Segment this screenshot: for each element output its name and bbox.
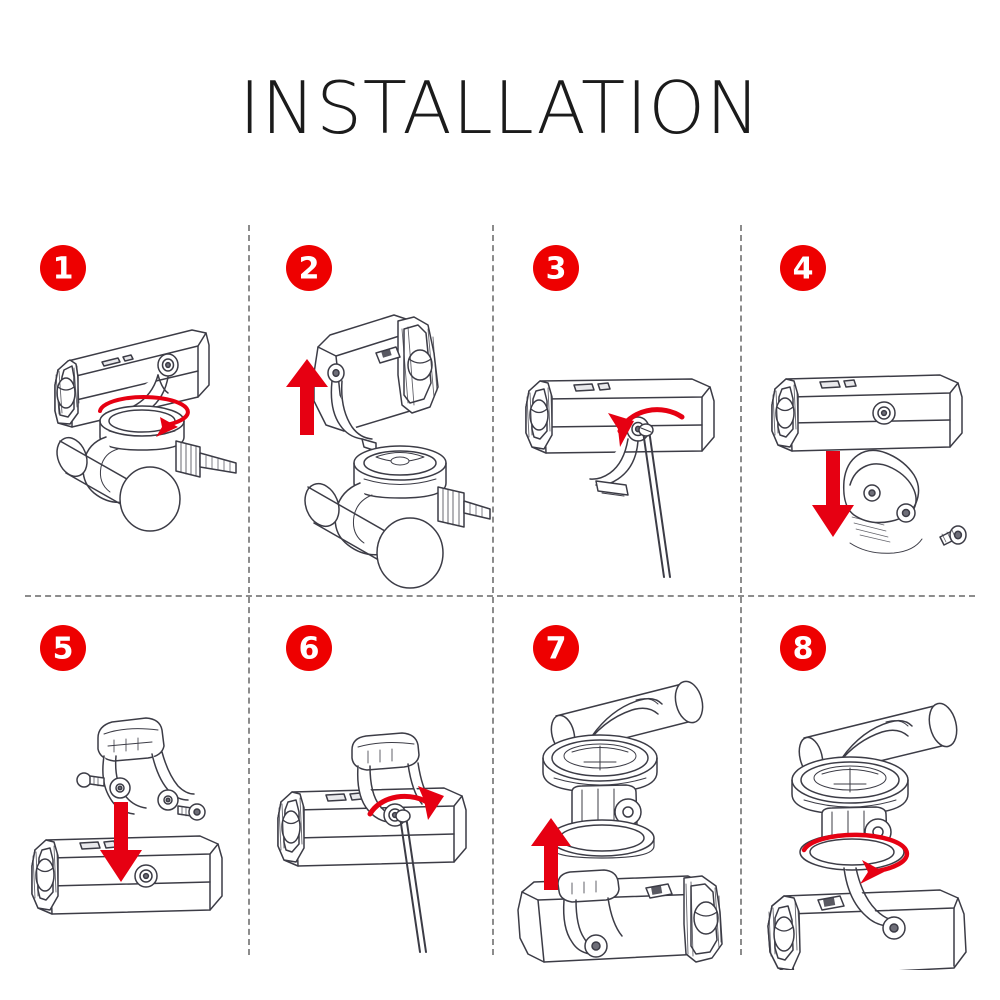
- arrow-down-red: [812, 451, 854, 537]
- step-8-number: 8: [793, 632, 814, 667]
- rotation-arrow-head: [156, 417, 178, 437]
- arrow-up-red: [286, 359, 328, 435]
- step-2-badge: 2: [286, 245, 332, 291]
- step-6-badge: 6: [286, 625, 332, 671]
- rotation-arrow-head: [418, 786, 444, 820]
- step-5-badge: 5: [40, 625, 86, 671]
- rotation-arrow-red: [617, 407, 685, 434]
- step-4-action: remove-bracket-foot: [744, 225, 745, 226]
- divider-vertical-2: [492, 225, 494, 955]
- step-5-number: 5: [53, 632, 74, 667]
- rotation-arrow-red: [801, 832, 910, 875]
- step-2-action: lift-light-off-bracket: [252, 225, 253, 226]
- divider-vertical-1: [248, 225, 250, 955]
- arrow-up-red: [531, 818, 571, 890]
- divider-horizontal-1: [25, 595, 975, 597]
- step-8-badge: 8: [780, 625, 826, 671]
- rotation-arrow-head: [608, 413, 634, 447]
- step-1-badge: 1: [40, 245, 86, 291]
- page-title: INSTALLATION: [239, 66, 761, 150]
- rotation-arrow-red: [98, 395, 190, 427]
- divider-vertical-3: [740, 225, 742, 955]
- step-3-badge: 3: [533, 245, 579, 291]
- step-8-action: rotate-to-lock: [744, 600, 745, 601]
- step-1-action: rotate-to-unlock: [10, 225, 11, 226]
- step-3-action: unscrew-mount-screw: [496, 225, 497, 226]
- arrow-down-red: [100, 802, 142, 882]
- step-6-number: 6: [299, 632, 320, 667]
- step-4-number: 4: [793, 252, 814, 287]
- rotation-arrow-head: [860, 860, 884, 884]
- step-4-badge: 4: [780, 245, 826, 291]
- step-7-number: 7: [546, 632, 567, 667]
- step-6-action: tighten-adapter-screw: [252, 600, 253, 601]
- step-1-number: 1: [53, 252, 74, 287]
- rotation-arrow-red: [367, 793, 433, 817]
- step-3-number: 3: [546, 252, 567, 287]
- step-2-number: 2: [299, 252, 320, 287]
- step-7-badge: 7: [533, 625, 579, 671]
- step-5-action: attach-computer-mount-adapter: [10, 600, 11, 601]
- step-7-action: insert-adapter-into-handlebar-mount: [496, 600, 497, 601]
